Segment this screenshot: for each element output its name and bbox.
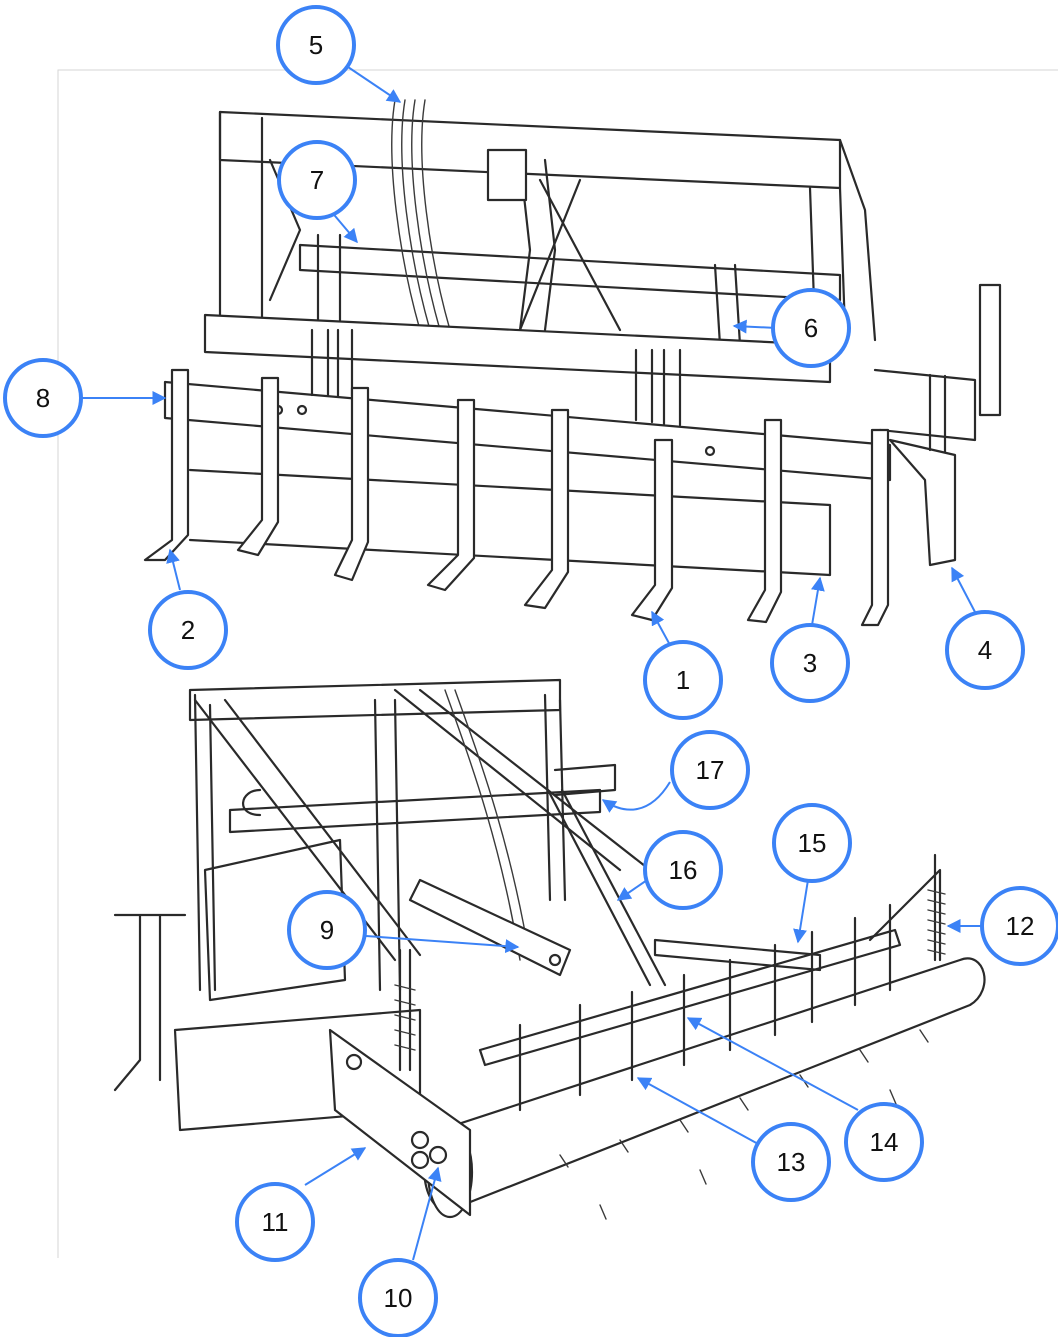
callout-2: 2	[148, 590, 228, 670]
scan-border	[57, 69, 1058, 1258]
callout-6-label: 6	[804, 313, 818, 343]
callout-3-label: 3	[803, 648, 817, 678]
callout-17: 17	[670, 730, 750, 810]
callout-16-label: 16	[669, 855, 698, 885]
callout-9: 9	[287, 890, 367, 970]
callout-12-label: 12	[1006, 911, 1035, 941]
callout-5-label: 5	[309, 30, 323, 60]
callout-7: 7	[277, 140, 357, 220]
callout-15-label: 15	[798, 828, 827, 858]
callout-9-label: 9	[320, 915, 334, 945]
callout-10: 10	[358, 1258, 438, 1337]
callout-6: 6	[771, 288, 851, 368]
callout-12: 12	[980, 886, 1058, 966]
callout-15: 15	[772, 803, 852, 883]
bottom-drawing-roller	[113, 678, 986, 1220]
callout-3: 3	[770, 623, 850, 703]
callout-7-label: 7	[310, 165, 324, 195]
callout-14: 14	[844, 1102, 924, 1182]
leader-arrows	[82, 64, 987, 1261]
callout-17-label: 17	[696, 755, 725, 785]
callout-13: 13	[751, 1122, 831, 1202]
callout-5: 5	[276, 5, 356, 85]
callout-8: 8	[3, 358, 83, 438]
callout-1-label: 1	[676, 665, 690, 695]
callout-10-label: 10	[384, 1283, 413, 1313]
top-drawing-cultivator	[143, 99, 1002, 627]
callout-4-label: 4	[978, 635, 992, 665]
callout-16: 16	[643, 830, 723, 910]
callout-13-label: 13	[777, 1147, 806, 1177]
callout-4: 4	[945, 610, 1025, 690]
callout-11-label: 11	[262, 1207, 289, 1237]
callout-14-label: 14	[870, 1127, 899, 1157]
callout-1: 1	[643, 640, 723, 720]
callout-8-label: 8	[36, 383, 50, 413]
callout-11: 11	[235, 1182, 315, 1262]
callout-2-label: 2	[181, 615, 195, 645]
